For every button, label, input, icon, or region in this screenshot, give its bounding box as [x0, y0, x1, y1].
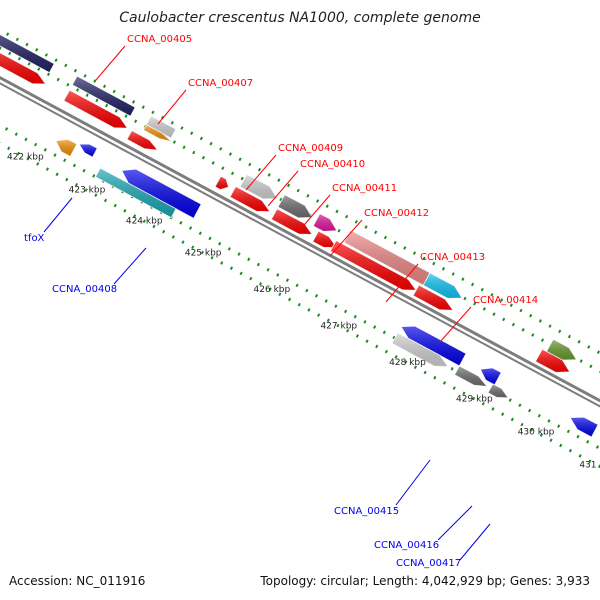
gene-ccna-00405-stripe-shade [72, 76, 136, 117]
ruler-tick-label: 423 kbp [69, 186, 106, 196]
leader-line-forward [267, 170, 299, 207]
ruler-tick-label: 427 kbp [320, 321, 357, 331]
leader-line-reverse [43, 197, 73, 233]
leader-line-forward [95, 45, 126, 81]
leader-line-forward [385, 263, 419, 303]
gene-ccna-00406-arrow-shade [127, 130, 158, 151]
gene-ccna-00415-gray-shade [392, 332, 448, 367]
gene-label-reverse[interactable]: CCNA_00416 [374, 540, 439, 551]
gene-features [0, 34, 599, 438]
kbp-ruler: 422 kbp 423 kbp 424 kbp 425 kbp 426 kbp 427 k… [7, 153, 600, 471]
gene-ccna-00404-stripe-shade [0, 34, 55, 73]
gene-olive-arrow-shade [546, 339, 577, 361]
leader-line-forward [157, 89, 187, 125]
accession-text: Accession: NC_011916 [9, 574, 146, 588]
ruler-tick-label: 426 kbp [254, 285, 291, 295]
gene-ccna-00407-stripe-shade [146, 115, 176, 138]
backbone-line-1 [0, 82, 600, 408]
gene-ccna-00414-red-shade [413, 285, 453, 311]
gene-ccna-00413-red-shade [330, 240, 417, 291]
ruler-tick-label: 428 kbp [389, 358, 426, 368]
gene-ccna-00416-arrow-shade [454, 365, 487, 387]
leader-line-forward [245, 154, 277, 191]
gene-ccna-00409-arrow-shade [215, 176, 229, 190]
gene-blue-end-shade [570, 417, 599, 438]
leader-line-forward [297, 194, 331, 233]
gene-label-forward[interactable]: CCNA_00411 [332, 183, 397, 194]
gene-label-forward[interactable]: CCNA_00407 [188, 78, 253, 89]
tick-ring-inner2 [0, 141, 600, 469]
tick-ring-outer [0, 28, 600, 355]
gene-ccna-00411-arrow-shade [278, 194, 313, 218]
leader-line-reverse [437, 505, 473, 541]
gene-labels: CCNA_00405CCNA_00407CCNA_00409CCNA_00410… [24, 34, 538, 569]
map-title: Caulobacter crescentus NA1000, complete … [119, 10, 481, 26]
gene-red-end-shade [535, 349, 570, 373]
gene-label-forward[interactable]: CCNA_00409 [278, 143, 343, 154]
tick-ring-inner [0, 123, 600, 451]
ruler-tick-label: 430 kbp [518, 427, 555, 437]
leader-line-forward [439, 306, 472, 343]
gene-tfox-arrow-shade [55, 139, 77, 157]
gene-label-reverse[interactable]: CCNA_00408 [52, 284, 117, 295]
leader-line-reverse [459, 523, 491, 561]
backbone-line-0 [0, 76, 600, 403]
gene-label-forward[interactable]: CCNA_00412 [364, 208, 429, 219]
gene-label-forward[interactable]: CCNA_00405 [127, 34, 192, 45]
gene-blue-small-shade [79, 143, 98, 158]
gene-ccna-00410-arrow-shade [240, 174, 277, 199]
topology-text: Topology: circular; Length: 4,042,929 bp… [260, 574, 590, 588]
gene-label-reverse[interactable]: CCNA_00417 [396, 558, 461, 569]
gene-ccna-00407-mark-shade [143, 124, 172, 142]
gene-ccna-00414-arrow-shade [423, 272, 462, 299]
gene-label-reverse[interactable]: CCNA_00415 [334, 506, 399, 517]
leader-line-reverse [395, 459, 431, 506]
gene-label-forward[interactable]: CCNA_00413 [420, 252, 485, 263]
gene-ccna-00412-arrow-shade [313, 213, 337, 232]
gene-ccna-00413-block-shade [344, 230, 430, 286]
genome-backbone [0, 76, 600, 408]
gene-ccna-00405-arrow-shade [63, 90, 128, 129]
ruler-tick-label: 429 kbp [456, 394, 493, 404]
leader-line-forward [329, 219, 363, 257]
ruler-tick-label: 424 kbp [126, 217, 163, 227]
gene-ccna-00416-blue-shade [480, 367, 502, 385]
gene-ccna-00417-arrow-shade [488, 383, 509, 398]
gene-label-reverse[interactable]: tfoX [24, 233, 45, 244]
ruler-tick-label: 422 kbp [7, 153, 44, 163]
gene-ccna-00410-red-shade [230, 186, 270, 212]
leader-line-reverse [113, 247, 147, 285]
gene-ccna-00412-red-shade [312, 231, 337, 248]
gene-ccna-00415-arrow-shade [401, 326, 466, 366]
gene-label-forward[interactable]: CCNA_00414 [473, 295, 538, 306]
gene-ccna-00408-arrow-shade [121, 169, 202, 219]
ruler-tick-label: 425 kbp [185, 248, 222, 258]
gene-ccna-00408-stripe-shade [95, 168, 176, 218]
gene-label-forward[interactable]: CCNA_00410 [300, 159, 365, 170]
ruler-tick-label: 431 kbp [579, 461, 600, 471]
gene-ccna-00404-arrow-shade [0, 52, 46, 85]
